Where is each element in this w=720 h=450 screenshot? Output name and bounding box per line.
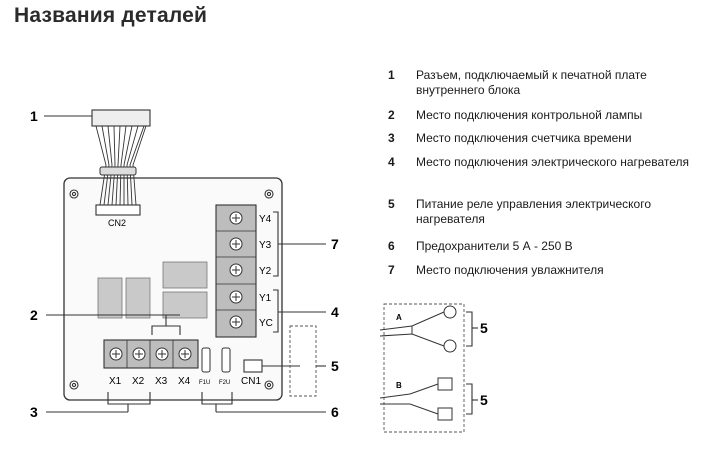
connector-cn1: [243, 359, 263, 373]
callout-3: 3: [30, 404, 38, 420]
callout-6: 6: [331, 404, 339, 420]
legend-item: 1 Разъем, подключаемый к печатной плате …: [388, 68, 713, 100]
connector-cn2: [95, 204, 141, 216]
legend-item: 5 Питание реле управления электрического…: [388, 197, 713, 229]
label-cn2: CN2: [108, 218, 126, 228]
legend-text: Предохранители 5 А - 250 В: [416, 239, 573, 253]
legend-text: Место подключения контрольной лампы: [416, 108, 643, 122]
side-callout-brackets: [466, 311, 478, 415]
label-cn1: CN1: [241, 376, 261, 387]
label-f2u: F2U: [219, 380, 230, 386]
label-f1u: F1U: [199, 380, 210, 386]
label-x1: X1: [109, 376, 122, 387]
callout-7: 7: [331, 236, 339, 252]
legend-item: 2 Место подключения контрольной лампы: [388, 108, 713, 124]
legend-item: 6 Предохранители 5 А - 250 В: [388, 239, 713, 255]
legend-text: Место подключения электрического нагрева…: [416, 155, 690, 169]
legend-text: Питание реле управления электрического н…: [416, 197, 652, 226]
legend-text: Разъем, подключаемый к печатной плате вн…: [416, 68, 647, 97]
legend-number: 1: [388, 68, 395, 82]
terminal-block-x: [103, 339, 199, 369]
legend-item: 4 Место подключения электрического нагре…: [388, 155, 713, 187]
relay-box-dashed: [289, 325, 317, 397]
legend-item: 3 Место подключения счетчика времени: [388, 131, 713, 147]
label-y3: Y3: [259, 240, 272, 251]
label-b: B: [396, 381, 402, 390]
terminal-block-y: [215, 204, 257, 338]
label-y2: Y2: [259, 266, 272, 277]
wire-harness: [95, 125, 147, 206]
label-a: A: [396, 313, 402, 322]
callout-2: 2: [30, 307, 38, 323]
label-yc: YC: [259, 318, 273, 329]
legend-number: 2: [388, 108, 395, 122]
label-x3: X3: [155, 376, 168, 387]
side-callout-5a: 5: [480, 320, 488, 336]
callout-1: 1: [30, 108, 38, 124]
legend-number: 7: [388, 263, 395, 277]
wiring-b: [379, 377, 453, 421]
callout-lines: [44, 115, 326, 413]
side-callout-5b: 5: [480, 392, 488, 408]
connector-plug-1: [91, 109, 151, 127]
fuses: [201, 347, 231, 373]
wiring-a: [379, 305, 457, 353]
callout-4: 4: [331, 304, 339, 320]
legend-number: 4: [388, 155, 395, 169]
legend-number: 3: [388, 131, 395, 145]
legend-text: Место подключения счетчика времени: [416, 131, 632, 145]
label-x2: X2: [132, 376, 145, 387]
legend-text: Место подключения увлажнителя: [416, 263, 604, 277]
legend-item: 7 Место подключения увлажнителя: [388, 263, 713, 279]
label-y4: Y4: [259, 214, 272, 225]
legend-number: 6: [388, 239, 395, 253]
wire-clip: [99, 166, 137, 176]
legend-number: 5: [388, 197, 395, 211]
mounting-holes: [69, 189, 274, 390]
label-y1: Y1: [259, 293, 272, 304]
label-x4: X4: [178, 376, 191, 387]
side-diagram-frame: [383, 303, 465, 433]
page-title: Названия деталей: [14, 4, 208, 27]
callout-5: 5: [331, 358, 339, 374]
relays: [97, 261, 208, 319]
